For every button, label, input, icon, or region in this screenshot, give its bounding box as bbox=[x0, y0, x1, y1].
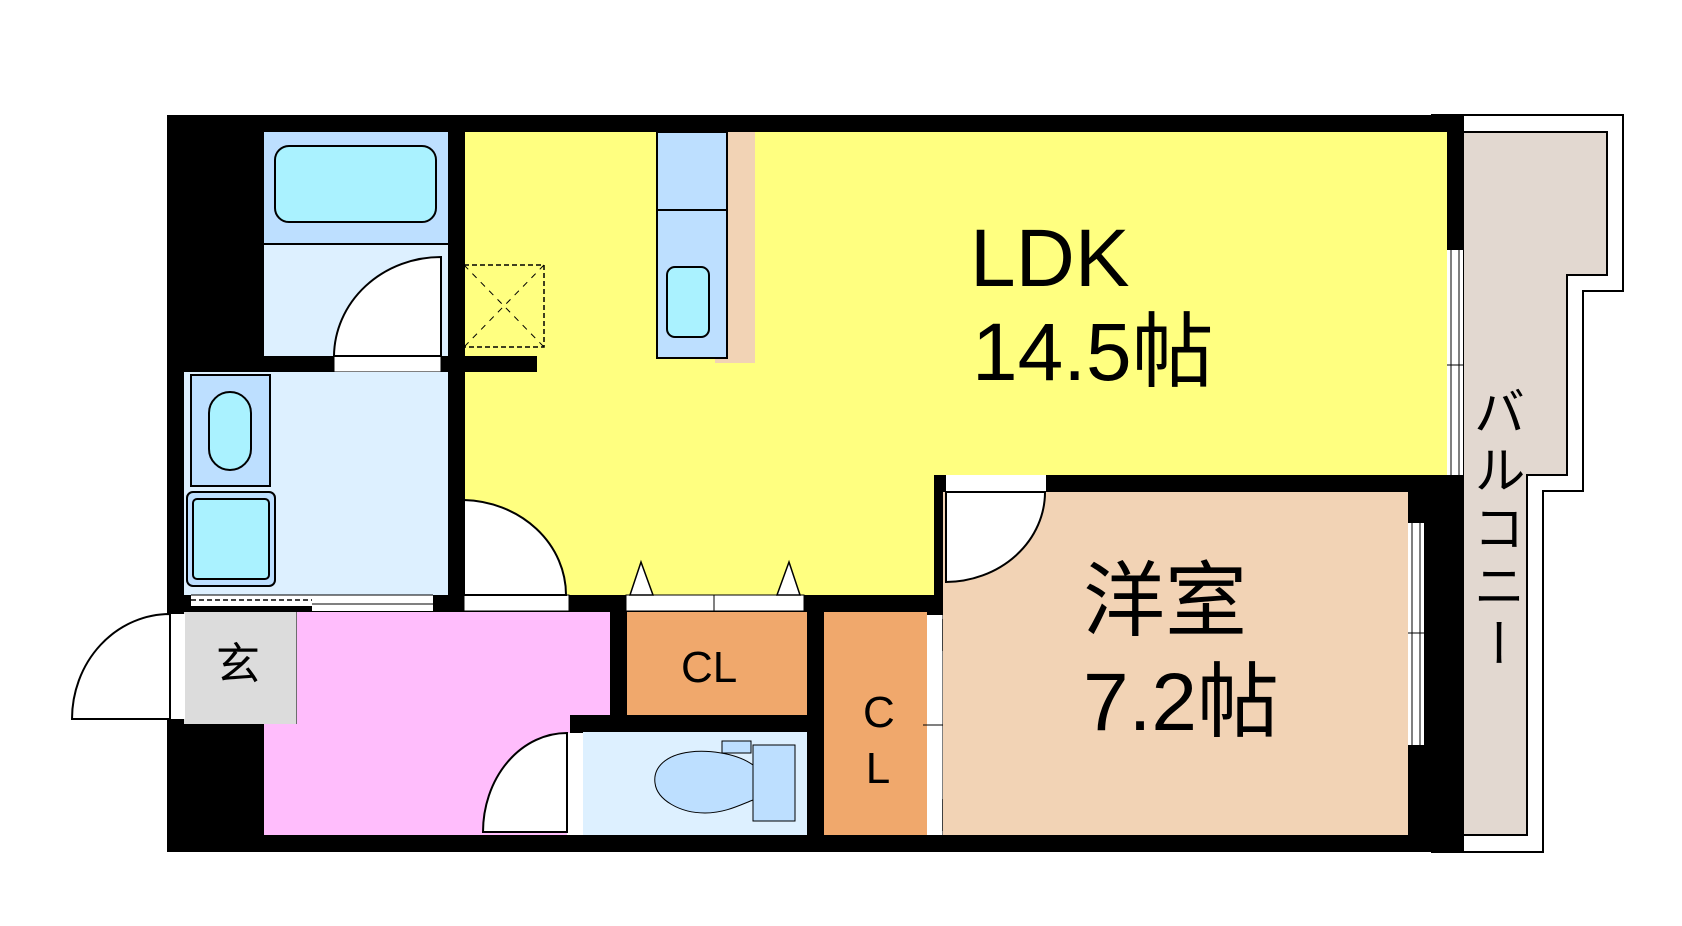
western-room-door[interactable] bbox=[945, 475, 1047, 584]
washroom-sliding-door[interactable] bbox=[191, 594, 433, 611]
refrigerator-space-icon bbox=[463, 264, 545, 348]
closet-1-door[interactable] bbox=[625, 559, 805, 613]
western-room-label: 洋室 bbox=[1083, 556, 1248, 647]
entrance-label: 玄 bbox=[216, 640, 260, 689]
western-room-window bbox=[1408, 523, 1424, 745]
toilet-icon bbox=[654, 750, 754, 814]
toilet-room bbox=[583, 732, 807, 835]
toilet-tank-icon bbox=[752, 744, 796, 822]
closet-1-label: CL bbox=[681, 643, 738, 692]
ldk-door[interactable] bbox=[463, 498, 570, 612]
kitchen-sink-icon bbox=[666, 266, 710, 338]
closet-2-label: CL bbox=[863, 688, 895, 793]
wall-stub bbox=[465, 356, 537, 372]
washroom bbox=[184, 372, 448, 595]
toilet-door[interactable] bbox=[481, 731, 583, 835]
ldk-label: LDK bbox=[970, 213, 1130, 304]
closet-2 bbox=[824, 612, 927, 835]
ldk-window bbox=[1447, 250, 1463, 480]
front-door[interactable] bbox=[70, 612, 185, 720]
ldk-size: 14.5帖 bbox=[972, 307, 1214, 398]
bathtub-icon bbox=[274, 145, 437, 223]
western-room-size: 7.2帖 bbox=[1083, 657, 1279, 748]
ldk-room bbox=[463, 131, 1447, 595]
balcony-label: バルコニー bbox=[1464, 385, 1524, 675]
closet-1 bbox=[627, 612, 807, 715]
bath-door[interactable] bbox=[332, 255, 442, 373]
